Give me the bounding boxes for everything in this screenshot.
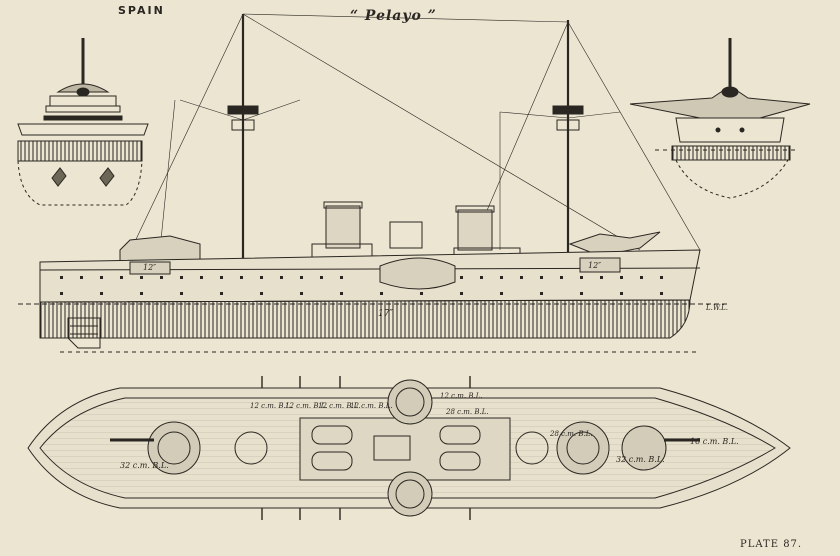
- ship-name-title: “ Pelayo ”: [350, 8, 437, 24]
- gun-label-6: 28 c.m. B.L.: [445, 408, 489, 416]
- armor-label-fwd: 12″: [588, 261, 601, 270]
- country-title: SPAIN: [118, 4, 165, 17]
- gun-label-8: 32 c.m. B.L.: [120, 461, 169, 470]
- gun-label-7: 28 c.m. B.L.: [549, 430, 593, 438]
- gun-label-3: 12 c.m. B.L.: [318, 402, 361, 410]
- armor-label-aft: 12″: [143, 263, 156, 272]
- stern-section-view: [17, 38, 149, 206]
- gun-label-1: 12 c.m. B.L.: [250, 402, 293, 410]
- gun-label-9: 32 c.m. B.L.: [616, 455, 665, 464]
- gun-label-5: 12 c.m. B.L.: [440, 392, 483, 400]
- plate-number: PLATE 87.: [740, 539, 803, 550]
- deck-plan: [27, 376, 791, 520]
- side-elevation: [18, 13, 730, 353]
- armor-label-belt: 17″: [378, 309, 393, 319]
- gun-label-4: 12 c.m. B.L.: [350, 402, 393, 410]
- portholes: [60, 276, 663, 295]
- gun-label-10: 16 c.m. B.L.: [690, 437, 739, 446]
- bow-section-view: [629, 38, 811, 199]
- waterline-label: L.W.L.: [705, 304, 728, 312]
- gun-label-2: 12 c.m. B.L.: [285, 402, 328, 410]
